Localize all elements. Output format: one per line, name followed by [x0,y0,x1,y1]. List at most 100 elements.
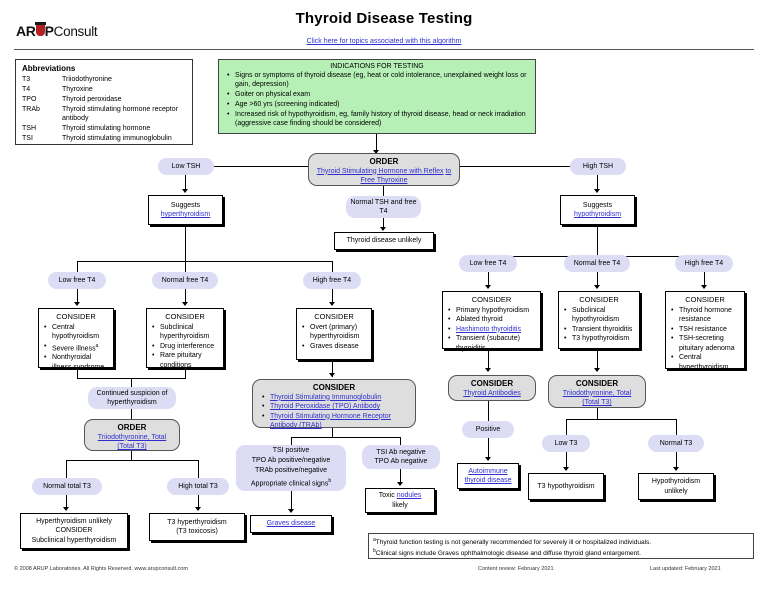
order-label: ORDER [369,157,399,166]
list-item: Thyroid Stimulating Immunoglobulin [262,393,409,403]
autoimmune-line: thyroid disease [462,476,514,486]
tsi-neg-line: TSI Ab negative [376,449,426,456]
box-title: CONSIDER [165,312,205,321]
copyright-text: © 2008 ARUP Laboratories. All Rights Res… [14,566,188,572]
consider-hypo-normal-box: CONSIDER Subclinical hypothyroidism Tran… [558,291,640,349]
connector [66,495,67,509]
connector [488,272,489,288]
tsi-link[interactable]: Thyroid Stimulating Immunoglobulin [270,393,382,401]
order-total-t3-node[interactable]: ORDER Triiodothyronine, Total (Total T3) [84,419,180,451]
consider-thyroid-antibodies-node[interactable]: CONSIDER Thyroid Antibodies [448,375,536,401]
topics-link-wrap: Click here for topics associated with th… [0,38,768,45]
consider-list: Subclinical hypothyroidism Transient thy… [563,306,635,344]
list-item: Central hypothyroidism [44,323,109,342]
arrow-head [380,227,386,231]
footnote-marker: a [95,342,99,349]
hyperthyroidism-link[interactable]: hyperthyroidism [160,211,211,218]
indications-list: Signs or symptoms of thyroid disease (eg… [225,71,529,128]
list-item: Primary hypothyroidism [448,306,536,316]
abbrev-value: Thyroid stimulating immunoglobulin [62,135,172,142]
toxic-line: Toxic nodules [378,492,422,499]
connector [332,261,333,272]
positive-node: Positive [462,421,514,438]
list-item: Central hyperthyroidism [671,353,740,372]
connector [131,451,132,460]
topics-link[interactable]: Click here for topics associated with th… [306,38,462,45]
tsi-line: TSI positive [272,447,310,455]
logo-ar-text: AR [16,23,36,39]
list-item: Signs or symptoms of thyroid disease (eg… [227,71,529,89]
list-item: Subclinical hypothyroidism [564,306,635,325]
nodules-link[interactable]: nodules [396,492,422,499]
abbrev-value: Thyroxine [62,86,93,93]
total-t3-right-link-line2[interactable]: (Total T3) [582,399,612,406]
connector [66,460,198,461]
arrow-head [329,302,335,306]
consider-total-t3-node[interactable]: CONSIDER Triiodothyronine, Total (Total … [548,375,646,408]
total-t3-link-line2[interactable]: (Total T3) [117,443,147,450]
t3-hypothyroidism-box: T3 hypothyroidism [528,473,604,500]
box-title: CONSIDER [471,295,512,304]
thyroid-antibodies-link[interactable]: Thyroid Antibodies [463,389,521,397]
connector [185,175,186,191]
connector [676,419,677,435]
autoimmune-link-line1[interactable]: Autoimmune [468,467,508,475]
autoimmune-thyroid-disease-box: Autoimmune thyroid disease [457,463,519,489]
t3-hyperthyroidism-box: T3 hyperthyroidism (T3 toxicosis) [149,513,245,541]
list-item: Graves disease [302,342,367,352]
abbrev-key: T4 [22,86,31,93]
result-line: Hypothyroidism [651,478,701,485]
order-tsh-link-line2[interactable]: to Free Thyroxine [360,167,452,185]
list-item: Increased risk of hypothyroidism, eg, fa… [227,110,529,128]
total-t3-right-link-line1[interactable]: Triiodothyronine, Total [562,389,632,397]
consider-list: Subclinical hyperthyroidism Drug interfe… [151,323,219,371]
graves-disease-link[interactable]: Graves disease [266,520,316,528]
tpo-antibody-link[interactable]: Thyroid Peroxidase (TPO) Antibody [270,403,381,410]
list-item: Thyroid Peroxidase (TPO) Antibody [262,402,409,412]
connector [332,360,333,377]
trab-link[interactable]: Thyroid Stimulating Hormone Receptor Ant… [270,412,391,430]
list-item: Thyroid hormone resistance [671,306,740,325]
connector [77,289,78,304]
connector [566,452,567,470]
total-t3-link-line1[interactable]: Triiodothyronine, Total [97,433,167,441]
connector [291,437,292,445]
order-tsh-node[interactable]: ORDER Thyroid Stimulating Hormone with R… [308,153,460,186]
box-title: CONSIDER [56,312,96,321]
connector [185,261,186,272]
result-line: CONSIDER [55,527,93,535]
list-item: Transient thyroiditis [564,325,635,335]
footnote-marker: b [328,478,332,485]
connector [332,428,333,437]
result-line: (T3 toxicosis) [176,528,218,535]
autoimmune-link-line2[interactable]: thyroid disease [464,477,512,484]
header-divider [14,49,754,50]
suggests-hyperthyroidism-node: Suggests hyperthyroidism [148,195,223,225]
connector [185,368,186,378]
consider-hypo-low-box: CONSIDER Primary hypothyroidism Ablated … [442,291,541,352]
hashimoto-thyroiditis-link[interactable]: Hashimoto thyroiditis [456,325,521,333]
consider-antibodies-box[interactable]: CONSIDER Thyroid Stimulating Immunoglobu… [252,379,416,430]
hypothyroidism-unlikely-box: Hypothyroidism unlikely [638,473,714,500]
arrow-head [673,467,679,471]
arrow-head [63,507,69,511]
tsi-line: TRAb positive/negative [255,467,327,475]
logo-p-text: P [44,23,54,39]
connector [291,491,292,511]
order-tsh-link-line1[interactable]: Thyroid Stimulating Hormone with Reflex [316,167,444,175]
tsi-line: TPO Ab positive/negative [251,457,331,465]
hyper-low-free-t4-node: Low free T4 [48,272,106,289]
connector [676,452,677,470]
hypothyroidism-link[interactable]: hypothyroidism [573,211,622,218]
connector [376,134,377,153]
arrow-head [485,457,491,461]
thyroid-disease-unlikely-node: Thyroid disease unlikely [334,232,434,250]
